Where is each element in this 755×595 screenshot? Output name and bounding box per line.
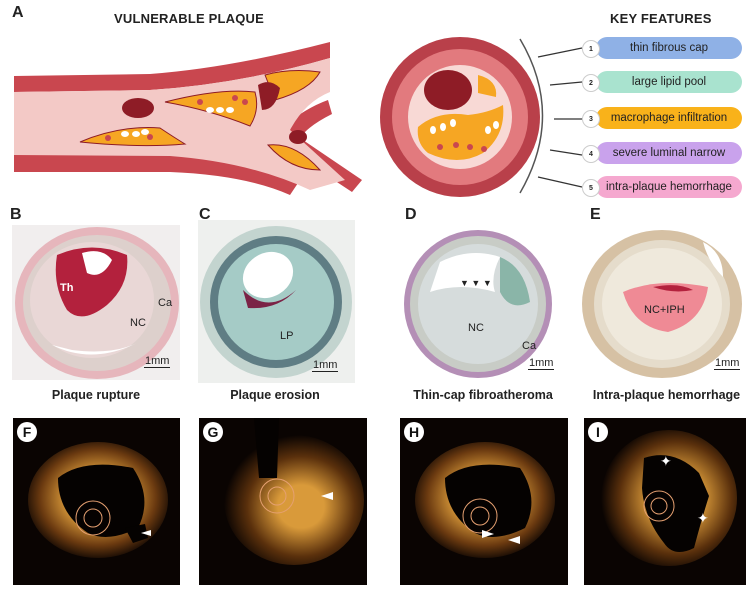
label-ca: Ca: [158, 297, 173, 309]
feature-label: macrophage infiltration: [610, 112, 728, 124]
label-nc-iph: NC+IPH: [644, 304, 685, 316]
star-marker-2: ✦: [697, 510, 709, 526]
key-features-title: KEY FEATURES: [610, 11, 712, 26]
vessel-illustration: [14, 42, 362, 195]
label-th: Th: [258, 282, 272, 294]
scale-bar: 1mm: [144, 355, 171, 368]
feature-number-1: 1: [582, 40, 600, 58]
thrombus-1: [122, 98, 154, 118]
feature-pill-1: thin fibrous cap: [596, 37, 742, 59]
panel-letter-b: B: [10, 206, 22, 223]
caption-plaque-rupture: Plaque rupture: [51, 388, 141, 402]
histology-image-rupture: Th NC Ca 1mm: [12, 225, 180, 380]
label-th: Th: [60, 282, 74, 294]
scale-bar: 1mm: [528, 357, 555, 370]
thrombus-2: [289, 130, 307, 144]
caption-plaque-erosion: Plaque erosion: [230, 388, 320, 402]
feature-pill-3: macrophage infiltration: [596, 107, 742, 129]
scale-bar: 1mm: [312, 359, 339, 372]
feature-connectors: [519, 38, 583, 194]
feature-pill-5: intra-plaque hemorrhage: [596, 176, 742, 198]
caption-intra-plaque-hemorrhage: Intra-plaque hemorrhage: [592, 388, 741, 402]
feature-pill-4: severe luminal narrow: [596, 142, 742, 164]
histology-image-tcfa: NC Ca ▼ ▼ ▼ 1mm: [400, 222, 560, 382]
feature-bracket: [519, 38, 544, 194]
thrombus-rupture: [258, 82, 280, 110]
feature-label: severe luminal narrow: [612, 147, 726, 159]
feature-label: thin fibrous cap: [630, 42, 708, 54]
scale-bar: 1mm: [714, 357, 741, 370]
feature-number-5: 5: [582, 179, 600, 197]
label-nc: NC: [130, 317, 146, 329]
lipid-plaque-1: [79, 127, 187, 147]
lipid-plaque-4: [266, 144, 322, 171]
oct-letter-f: F: [17, 422, 37, 442]
panel-letter-a: A: [12, 4, 24, 21]
cross-section-thrombus: [424, 70, 472, 110]
vessel-wall-upper: [14, 42, 330, 92]
oct-letter-g: G: [203, 422, 223, 442]
vessel-wall-lower: [14, 155, 300, 195]
label-lp: LP: [280, 330, 294, 342]
oct-image-f: F: [13, 418, 180, 585]
label-ca: Ca: [522, 340, 537, 352]
histology-image-erosion: Th LP 1mm: [198, 220, 355, 383]
arrowheads: ▼ ▼ ▼: [460, 278, 492, 288]
oct-image-h: H: [400, 418, 568, 585]
histology-image-iph: NC+IPH 1mm: [578, 222, 746, 382]
caption-thin-cap-fibroatheroma: Thin-cap fibroatheroma: [413, 388, 553, 402]
oct-letter-h: H: [404, 422, 424, 442]
cross-section-illustration: [380, 37, 540, 197]
panel-letter-e: E: [590, 206, 601, 223]
vulnerable-plaque-title: VULNERABLE PLAQUE: [114, 11, 265, 26]
oct-image-i: ✦ ✦ I: [584, 418, 746, 585]
feature-number-4: 4: [582, 145, 600, 163]
cross-section-lipid-small: [478, 75, 497, 97]
panel-letter-c: C: [199, 206, 211, 223]
feature-number-2: 2: [582, 74, 600, 92]
feature-label: intra-plaque hemorrhage: [606, 181, 732, 193]
oct-image-g: G: [199, 418, 367, 585]
feature-number-3: 3: [582, 110, 600, 128]
panel-letter-d: D: [405, 206, 417, 223]
label-nc: NC: [468, 322, 484, 334]
feature-label: large lipid pool: [631, 76, 707, 88]
oct-letter-i: I: [588, 422, 608, 442]
feature-pill-2: large lipid pool: [596, 71, 742, 93]
star-marker-1: ✦: [660, 453, 672, 469]
